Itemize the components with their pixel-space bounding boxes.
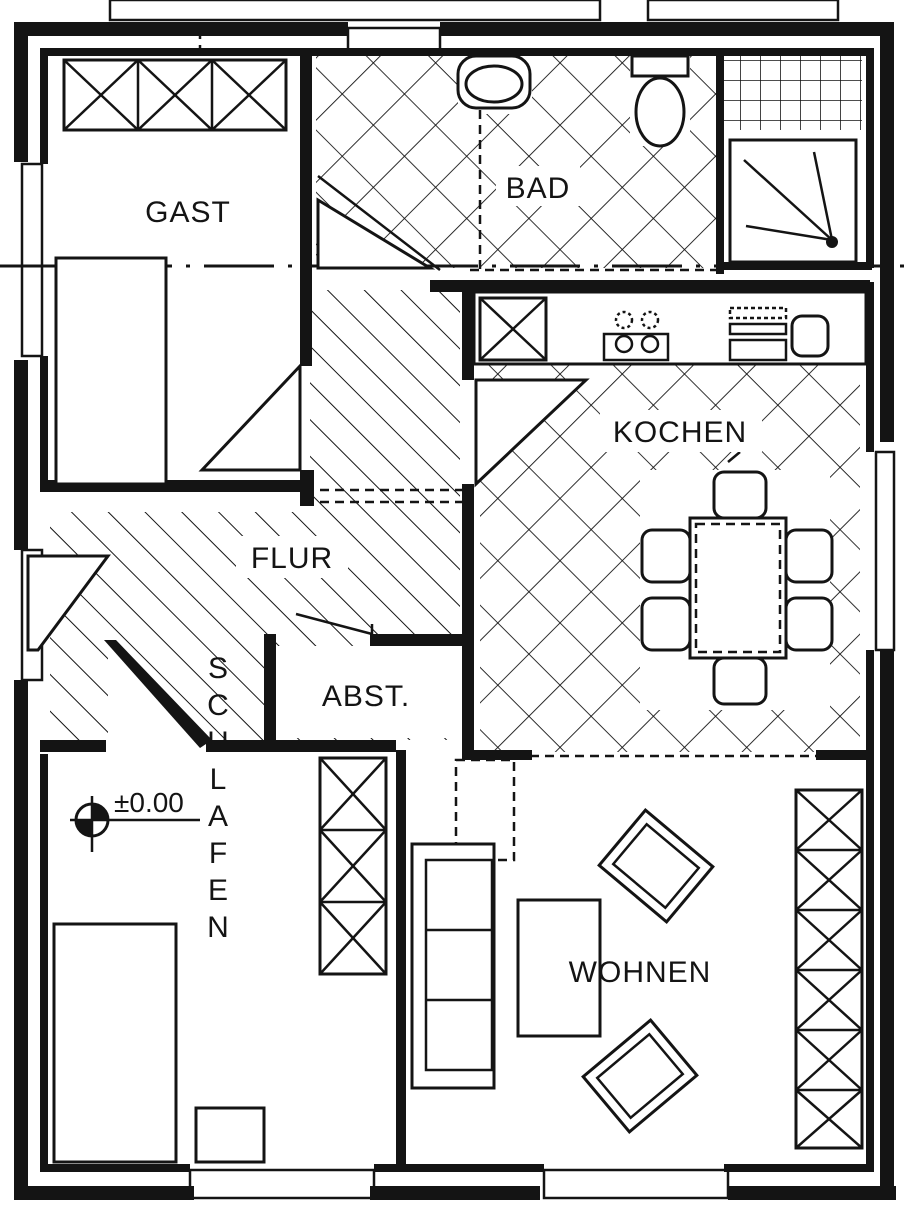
room-label-abst: ABST. xyxy=(322,680,410,713)
kitchen-sink xyxy=(790,314,830,358)
level-marker-label: ±0.00 xyxy=(114,787,184,818)
room-label-kochen: KOCHEN xyxy=(613,416,747,449)
bad-fixtures xyxy=(316,54,858,271)
label-backgrounds xyxy=(236,166,762,578)
room-label-flur: FLUR xyxy=(251,542,333,575)
sofa xyxy=(410,842,496,1090)
abst-floor xyxy=(276,646,462,738)
room-label-schlafen: SCHLAFEN xyxy=(202,652,235,948)
chair xyxy=(784,528,834,584)
chair xyxy=(784,596,834,652)
gast-door-swing xyxy=(198,362,302,472)
kochen-furniture xyxy=(472,290,868,706)
wohnen-furniture xyxy=(410,788,864,1150)
gast-furniture xyxy=(54,58,302,486)
entrance-door-swing xyxy=(26,554,111,652)
schlafen-furniture xyxy=(52,756,388,1164)
room-label-gast: GAST xyxy=(145,196,231,229)
room-label-bad: BAD xyxy=(506,172,571,205)
chair xyxy=(712,656,768,706)
room-labels: GAST BAD KOCHEN FLUR ABST. WOHNEN SCHLAF… xyxy=(114,172,747,989)
flur-floor-hatching xyxy=(50,290,460,740)
armchair xyxy=(597,808,715,924)
bad-door-swing xyxy=(316,197,436,270)
room-label-wohnen: WOHNEN xyxy=(569,956,712,989)
kochen-door-swing xyxy=(474,378,590,488)
chair xyxy=(640,528,692,584)
gast-bed xyxy=(54,256,168,486)
flur-details xyxy=(26,554,374,652)
walls xyxy=(14,0,896,1200)
chair xyxy=(712,470,768,520)
wc-cistern xyxy=(630,54,690,78)
armchair xyxy=(581,1018,699,1134)
nightstand xyxy=(194,1106,266,1164)
coffee-table xyxy=(516,898,602,1038)
level-marker-icon xyxy=(70,796,200,852)
schlafen-bed xyxy=(52,922,178,1164)
wc-bowl xyxy=(634,76,686,148)
dining-table xyxy=(688,516,788,660)
chair xyxy=(640,596,692,652)
shower-tile-grid xyxy=(720,56,862,130)
